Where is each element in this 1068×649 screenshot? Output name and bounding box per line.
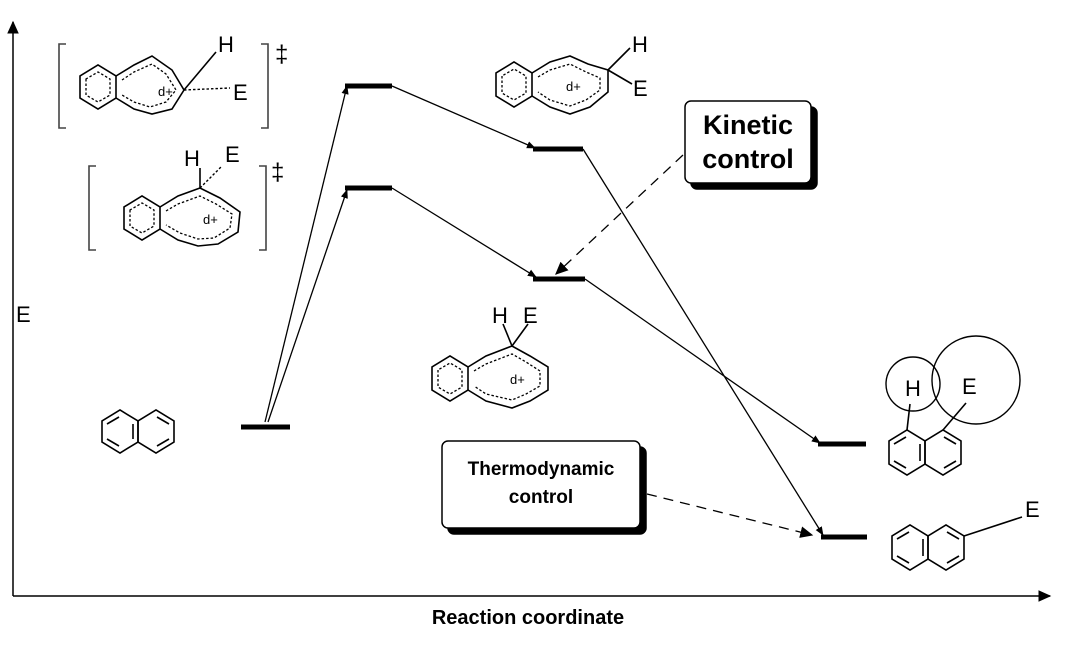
- reaction-paths: [264, 85, 824, 538]
- path-ts-alpha-to-intermediate: [391, 187, 537, 278]
- int-alpha-charge: d+: [510, 372, 525, 387]
- x-axis-label: Reaction coordinate: [432, 607, 624, 629]
- ts-alpha-dagger: ‡: [271, 159, 284, 186]
- thermodynamic-subtitle: control: [509, 487, 573, 508]
- int-alpha-h: H: [492, 303, 508, 328]
- ts-beta-e: E: [233, 80, 248, 105]
- ts-alpha-e: E: [225, 142, 240, 167]
- kinetic-control-box: Kinetic control: [684, 100, 812, 184]
- ts-beta-h: H: [218, 32, 234, 57]
- thermodynamic-box-frame: [441, 440, 641, 529]
- path-intermediate-beta-to-product: [582, 148, 824, 536]
- int-alpha-e: E: [523, 303, 538, 328]
- path-reactant-to-ts-alpha: [267, 189, 348, 423]
- ts-beta-structure: H E d+ ‡: [58, 32, 288, 129]
- int-beta-h: H: [632, 32, 648, 57]
- int-beta-e: E: [633, 76, 648, 101]
- product-beta-structure: E: [891, 497, 1040, 571]
- kinetic-title: Kinetic: [703, 110, 793, 140]
- ts-beta-dagger: ‡: [275, 41, 288, 68]
- kinetic-box-frame: [684, 100, 812, 184]
- prod-beta-e: E: [1025, 497, 1040, 522]
- ts-alpha-charge: d+: [203, 212, 218, 227]
- ts-alpha-h: H: [184, 146, 200, 171]
- product-alpha-structure: H E: [885, 335, 1021, 476]
- path-intermediate-alpha-to-product: [584, 278, 821, 444]
- ts-alpha-structure: H E d+ ‡: [88, 142, 284, 251]
- axes: E Reaction coordinate: [7, 20, 1052, 629]
- y-axis-label: E: [16, 302, 31, 327]
- energy-levels: [241, 83, 867, 540]
- steric-circle-h: [885, 356, 941, 412]
- path-reactant-to-ts-beta: [264, 85, 349, 423]
- steric-circle-e: [931, 335, 1021, 425]
- ts-beta-charge: d+: [158, 84, 173, 99]
- intermediate-beta-structure: H E d+: [495, 32, 648, 115]
- thermodynamic-pointer: [646, 493, 814, 538]
- kinetic-subtitle: control: [702, 144, 794, 174]
- naphthalene-reactant: [101, 409, 175, 454]
- int-beta-charge: d+: [566, 79, 581, 94]
- thermodynamic-title: Thermodynamic: [468, 459, 615, 480]
- path-ts-beta-to-intermediate: [391, 85, 536, 149]
- prod-alpha-e: E: [962, 374, 977, 399]
- kinetic-pointer: [555, 154, 684, 275]
- thermodynamic-control-box: Thermodynamic control: [441, 440, 641, 529]
- prod-alpha-h: H: [905, 376, 921, 401]
- intermediate-alpha-structure: H E d+: [431, 303, 549, 409]
